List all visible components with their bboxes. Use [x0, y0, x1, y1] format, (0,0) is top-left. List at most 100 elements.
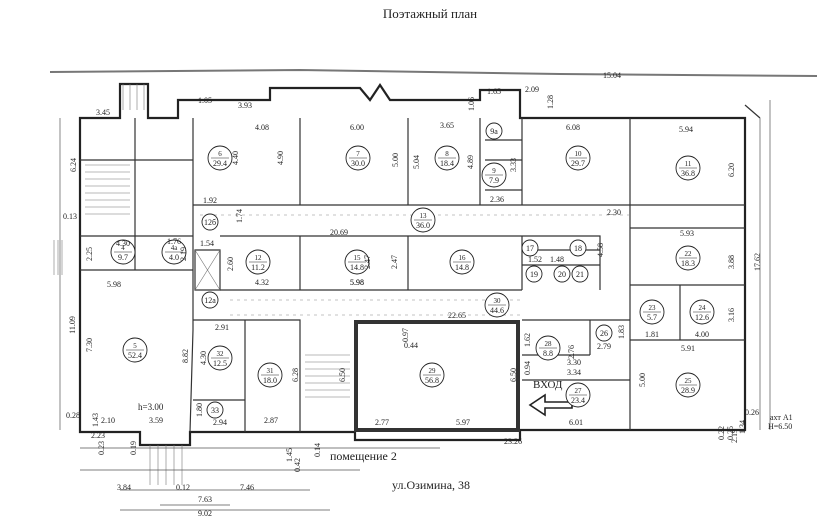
- dimension-label: 4.00: [695, 330, 709, 339]
- dimension-label: 5.94: [679, 125, 693, 134]
- dimension-label: 0.26: [745, 408, 759, 417]
- dimension-label: 20.69: [330, 228, 348, 237]
- room-area: 36.8: [681, 169, 695, 178]
- room-number: 11: [685, 160, 692, 168]
- room-area: 11.2: [251, 263, 265, 272]
- dimension-label: 2.19: [179, 247, 188, 261]
- dimension-label: 2.25: [85, 247, 94, 261]
- dimension-label: 2.30: [607, 208, 621, 217]
- dimension-label: 0.13: [63, 212, 77, 221]
- dimension-label: 1.52: [528, 255, 542, 264]
- room-area: 9.7: [118, 253, 128, 262]
- room-number: 12а: [204, 296, 216, 305]
- room-area: 29.7: [571, 159, 585, 168]
- dimension-label: 3.16: [727, 308, 736, 322]
- height-note: h=3.00: [138, 402, 164, 412]
- dimension-label: 4.58: [596, 243, 605, 257]
- entrance-label: ВХОД: [533, 379, 563, 391]
- room-number: 26: [600, 329, 608, 338]
- dimension-label: 2.76: [567, 345, 576, 359]
- dimension-label: 3.59: [149, 416, 163, 425]
- room-area: 14.8: [455, 263, 469, 272]
- dimension-label: 6.50: [509, 368, 518, 382]
- room-number: 5: [133, 342, 137, 350]
- room-marker-8: 818.4: [434, 145, 460, 171]
- dimension-label: 7.46: [240, 483, 254, 492]
- dimension-lines: [59, 100, 771, 511]
- dimension-label: 0.19: [129, 441, 138, 455]
- room-number: 20: [558, 270, 566, 279]
- dimension-label: 6.08: [566, 123, 580, 132]
- dimension-label: 2.60: [226, 257, 235, 271]
- room-marker-17: 17: [521, 239, 539, 257]
- dimension-label: 0.42: [293, 458, 302, 472]
- dimension-label: 5.04: [412, 155, 421, 169]
- dimension-label: 6.01: [569, 418, 583, 427]
- room-area: 12.6: [695, 313, 709, 322]
- dimension-label: 1.54: [200, 239, 214, 248]
- dimension-label: 4.30: [116, 239, 130, 248]
- room-marker-5: 552.4: [122, 337, 148, 363]
- dimension-label: 2.94: [213, 418, 227, 427]
- plan-title: Поэтажный план: [383, 6, 477, 21]
- room-number: 28: [545, 340, 553, 348]
- dimension-label: 1.05: [198, 96, 212, 105]
- dimension-label: 1.43: [91, 413, 100, 427]
- dimension-label: 0.28: [66, 411, 80, 420]
- room-number: 9а: [490, 127, 498, 136]
- dimension-label: 5.91: [681, 344, 695, 353]
- room-marker-26: 26: [595, 324, 613, 342]
- dimension-label: 1.80: [195, 403, 204, 417]
- room-number: 30: [494, 297, 502, 305]
- room-number: 24: [699, 304, 707, 312]
- corridor-lines: [200, 214, 630, 316]
- dimension-label: 1.92: [203, 196, 217, 205]
- room-number: 7: [356, 150, 360, 158]
- room-number: 31: [267, 367, 275, 375]
- dimension-label: 6.24: [69, 158, 78, 172]
- dimension-label: 1.62: [523, 333, 532, 347]
- room-number: 16: [459, 254, 467, 262]
- dimension-label: 0.23: [97, 441, 106, 455]
- dimension-label: 6.50: [338, 368, 347, 382]
- dimension-label: 6.20: [727, 163, 736, 177]
- room-area: 4.0: [169, 253, 179, 262]
- dimension-label: 5.97: [456, 418, 470, 427]
- room-marker-19: 19: [525, 265, 543, 283]
- dimension-label: 1.48: [550, 255, 564, 264]
- dimension-label: 3.65: [440, 121, 454, 130]
- dimension-label: 2.19: [730, 429, 739, 443]
- room-marker-20: 20: [553, 265, 571, 283]
- dimension-label: 5.98: [350, 278, 364, 287]
- room-marker-21: 21: [571, 265, 589, 283]
- entrance-arrow: [528, 393, 573, 417]
- dimension-label: 1.74: [235, 209, 244, 223]
- dimension-label: 3.84: [117, 483, 131, 492]
- premises-2-outline: [354, 320, 520, 432]
- room-area: 18.3: [681, 259, 695, 268]
- premises-label: помещение 2: [330, 449, 397, 463]
- dimension-label: 23.26: [504, 437, 522, 446]
- dimension-label: 0.14: [313, 443, 322, 457]
- dimension-label: 4.30: [199, 351, 208, 365]
- room-area: 7.9: [489, 176, 499, 185]
- room-area: 36.0: [416, 221, 430, 230]
- interior-walls: [80, 118, 745, 433]
- dimension-label: 2.36: [490, 195, 504, 204]
- room-number: 25: [685, 377, 693, 385]
- dimension-label: 22.65: [448, 311, 466, 320]
- room-number: 33: [211, 406, 219, 415]
- dimension-label: 7.30: [85, 338, 94, 352]
- dimension-label: 2.87: [264, 416, 278, 425]
- dimension-label: 2.09: [525, 85, 539, 94]
- room-number: 4а: [171, 244, 179, 252]
- room-number: 9: [492, 167, 496, 175]
- dimension-label: 3.34: [567, 368, 581, 377]
